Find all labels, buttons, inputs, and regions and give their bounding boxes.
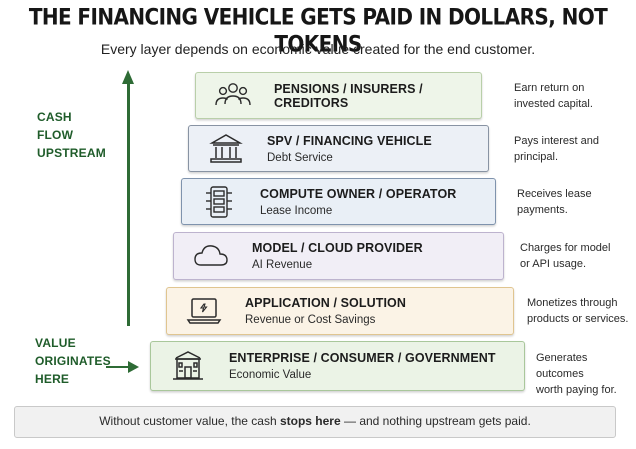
layer-subtitle: Economic Value bbox=[229, 369, 312, 381]
layer-title: ENTERPRISE / CONSUMER / GOVERNMENT bbox=[229, 351, 496, 365]
layer-subtitle: Lease Income bbox=[260, 204, 333, 217]
layer-box-4: MODEL / CLOUD PROVIDER AI Revenue bbox=[173, 232, 504, 280]
layer-box-3: COMPUTE OWNER / OPERATOR Lease Income bbox=[181, 178, 496, 225]
cash-flow-line-2: FLOW bbox=[37, 128, 74, 142]
server-rack-icon bbox=[200, 185, 238, 219]
layer-note-line: principal. bbox=[514, 151, 559, 163]
upstream-arrow-line bbox=[127, 82, 130, 326]
footer-text-emphasis: stops here bbox=[279, 414, 341, 428]
footer-callout: Without customer value, the cash stops h… bbox=[14, 406, 616, 438]
value-origin-line-2: ORIGINATES bbox=[35, 354, 111, 368]
layer-text: PENSIONS / INSURERS / CREDITORS bbox=[274, 82, 481, 110]
footer-text-start: Without customer value, the cash bbox=[99, 414, 280, 428]
layer-title: SPV / FINANCING VEHICLE bbox=[267, 133, 432, 148]
upstream-arrow-head bbox=[122, 70, 134, 84]
layer-title: APPLICATION / SOLUTION bbox=[245, 296, 406, 310]
layer-title: COMPUTE OWNER / OPERATOR bbox=[260, 186, 457, 201]
layer-note-line: Receives lease bbox=[517, 188, 592, 200]
layer-note-2: Pays interest and principal. bbox=[514, 133, 599, 165]
layer-note-line: or API usage. bbox=[520, 258, 587, 270]
cloud-icon bbox=[192, 239, 230, 273]
layer-text: APPLICATION / SOLUTION Revenue or Cost Sa… bbox=[245, 296, 406, 326]
people-group-icon bbox=[214, 79, 252, 113]
layer-note-3: Receives lease payments. bbox=[517, 186, 592, 218]
layer-text: MODEL / CLOUD PROVIDER AI Revenue bbox=[252, 241, 423, 271]
layer-note-line: payments. bbox=[517, 204, 568, 216]
layer-note-1: Earn return on invested capital. bbox=[514, 80, 593, 112]
layer-box-2: SPV / FINANCING VEHICLE Debt Service bbox=[188, 125, 489, 172]
value-origin-label: VALUE ORIGINATES HERE bbox=[35, 334, 111, 388]
layer-note-line: Pays interest and bbox=[514, 135, 599, 147]
layer-note-5: Monetizes through products or services. bbox=[527, 295, 628, 327]
layer-note-line: Monetizes through bbox=[527, 297, 618, 309]
page-subtitle: Every layer depends on economic value cr… bbox=[100, 41, 536, 57]
layer-title: PENSIONS / INSURERS / CREDITORS bbox=[274, 81, 423, 110]
bank-building-icon bbox=[207, 132, 245, 166]
layer-note-line: invested capital. bbox=[514, 98, 593, 110]
laptop-icon bbox=[185, 294, 223, 328]
layer-subtitle: Debt Service bbox=[267, 151, 333, 164]
layer-text: SPV / FINANCING VEHICLE Debt Service bbox=[267, 134, 432, 164]
cash-flow-label: CASH FLOW UPSTREAM bbox=[37, 108, 106, 162]
cash-flow-line-3: UPSTREAM bbox=[37, 146, 106, 160]
layer-box-6: ENTERPRISE / CONSUMER / GOVERNMENT Econom… bbox=[150, 341, 525, 391]
layer-box-1: PENSIONS / INSURERS / CREDITORS bbox=[195, 72, 482, 119]
layer-subtitle: AI Revenue bbox=[252, 259, 313, 271]
layer-title: MODEL / CLOUD PROVIDER bbox=[252, 241, 423, 255]
layer-note-line: Earn return on bbox=[514, 82, 585, 94]
layer-note-4: Charges for model or API usage. bbox=[520, 240, 611, 272]
value-origin-line-3: HERE bbox=[35, 372, 70, 386]
layer-subtitle: Revenue or Cost Savings bbox=[245, 314, 376, 326]
footer-text-end: — and nothing upstream gets paid. bbox=[340, 414, 531, 428]
cash-flow-line-1: CASH bbox=[37, 110, 72, 124]
layer-note-6: Generates outcomes worth paying for. bbox=[536, 350, 636, 398]
value-origin-arrow-icon bbox=[106, 361, 139, 373]
layer-box-5: APPLICATION / SOLUTION Revenue or Cost Sa… bbox=[166, 287, 514, 335]
layer-note-line: products or services. bbox=[527, 313, 629, 325]
layer-note-line: Generates outcomes bbox=[536, 352, 588, 380]
value-origin-line-1: VALUE bbox=[35, 336, 76, 350]
storefront-icon bbox=[169, 349, 207, 383]
layer-text: ENTERPRISE / CONSUMER / GOVERNMENT Econom… bbox=[229, 351, 496, 381]
page-title: THE FINANCING VEHICLE GETS PAID IN DOLLA… bbox=[28, 3, 608, 57]
layer-text: COMPUTE OWNER / OPERATOR Lease Income bbox=[260, 187, 456, 217]
layer-note-line: Charges for model bbox=[520, 242, 611, 254]
layer-note-line: worth paying for. bbox=[536, 384, 617, 396]
